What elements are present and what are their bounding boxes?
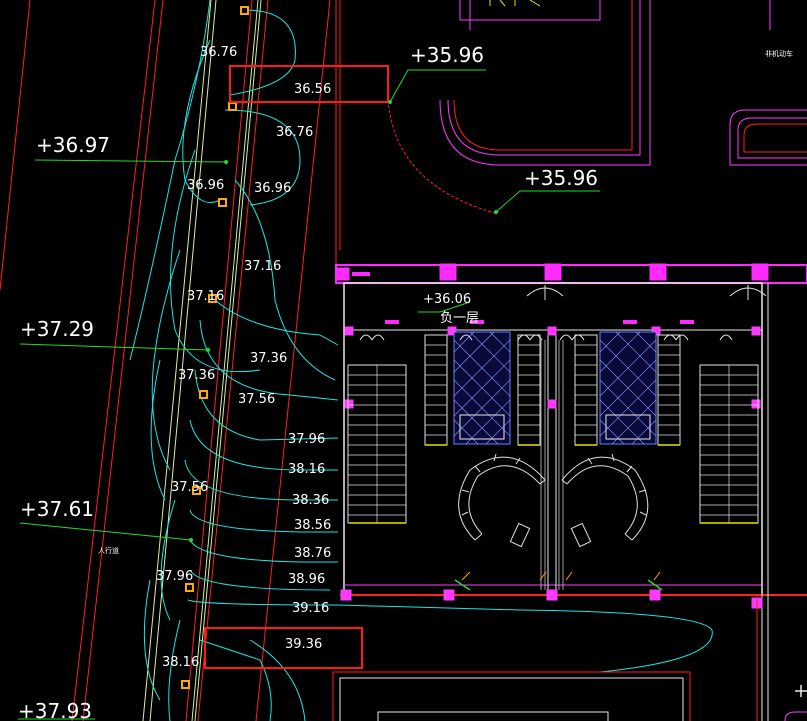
road-edges — [0, 0, 496, 721]
elevation-callout-group: +35.96 +36.97 +35.96 +37.29 +37.61 +37.9… — [18, 43, 598, 721]
contour-label: 37.96 — [288, 432, 325, 447]
right-edge-marker — [795, 685, 807, 697]
contour-label: 36.76 — [276, 125, 313, 140]
highlight-box-bottom — [204, 627, 363, 669]
contour-label: 39.16 — [292, 601, 329, 616]
rotunda-right — [561, 453, 649, 548]
hatched-room-left — [453, 331, 511, 445]
upper-island-outlines-red — [453, 0, 807, 153]
contour-label-group: 36.76 36.56 36.76 36.96 36.96 37.16 37.1… — [156, 45, 331, 670]
contour-label: 38.16 — [162, 655, 199, 670]
highlight-box-top — [229, 65, 389, 103]
contour-lines — [129, 0, 713, 721]
elevation-callout: +37.93 — [18, 699, 92, 721]
contour-label: 38.76 — [294, 546, 331, 561]
contour-label: 37.56 — [238, 392, 275, 407]
lower-structures — [332, 595, 807, 721]
rotunda-left — [458, 453, 546, 548]
elevation-callout: +37.29 — [20, 317, 94, 341]
building — [335, 263, 807, 721]
contour-label: 37.16 — [244, 259, 281, 274]
elevation-callout: +36.97 — [36, 133, 110, 157]
upper-island-outlines — [439, 0, 807, 166]
contour-label: 37.16 — [187, 289, 224, 304]
hatched-room-right — [599, 331, 657, 445]
contour-label: 36.96 — [187, 178, 224, 193]
building-floor-label: 负一层 — [440, 311, 479, 326]
contour-label: 37.36 — [250, 351, 287, 366]
survey-markers — [181, 6, 249, 689]
contour-label: 37.36 — [178, 368, 215, 383]
elevation-callout: +37.61 — [20, 497, 94, 521]
contour-label: 37.96 — [156, 569, 193, 584]
stair-treads — [348, 340, 758, 590]
lane-lines — [142, 0, 262, 721]
elevation-callout: +35.96 — [524, 166, 598, 190]
contour-label: 37.56 — [171, 480, 208, 495]
sidewalk-label: 人行道 — [98, 546, 119, 555]
contour-label: 38.16 — [288, 462, 325, 477]
contour-label: 39.36 — [285, 637, 322, 652]
building-entrance-elevation: +36.06 — [423, 292, 471, 307]
contour-label: 38.96 — [288, 572, 325, 587]
contour-label: 36.96 — [254, 181, 291, 196]
callout-leaders — [18, 69, 600, 720]
callout-dots — [189, 100, 498, 542]
top-right-note: 非机动车 — [765, 49, 793, 58]
contour-label: 38.56 — [294, 518, 331, 533]
contour-label: 38.36 — [292, 493, 329, 508]
contour-label: 36.56 — [294, 82, 331, 97]
top-partial-heading — [489, 0, 541, 7]
contour-label: 36.76 — [200, 45, 237, 60]
elevation-callout: +35.96 — [410, 43, 484, 67]
